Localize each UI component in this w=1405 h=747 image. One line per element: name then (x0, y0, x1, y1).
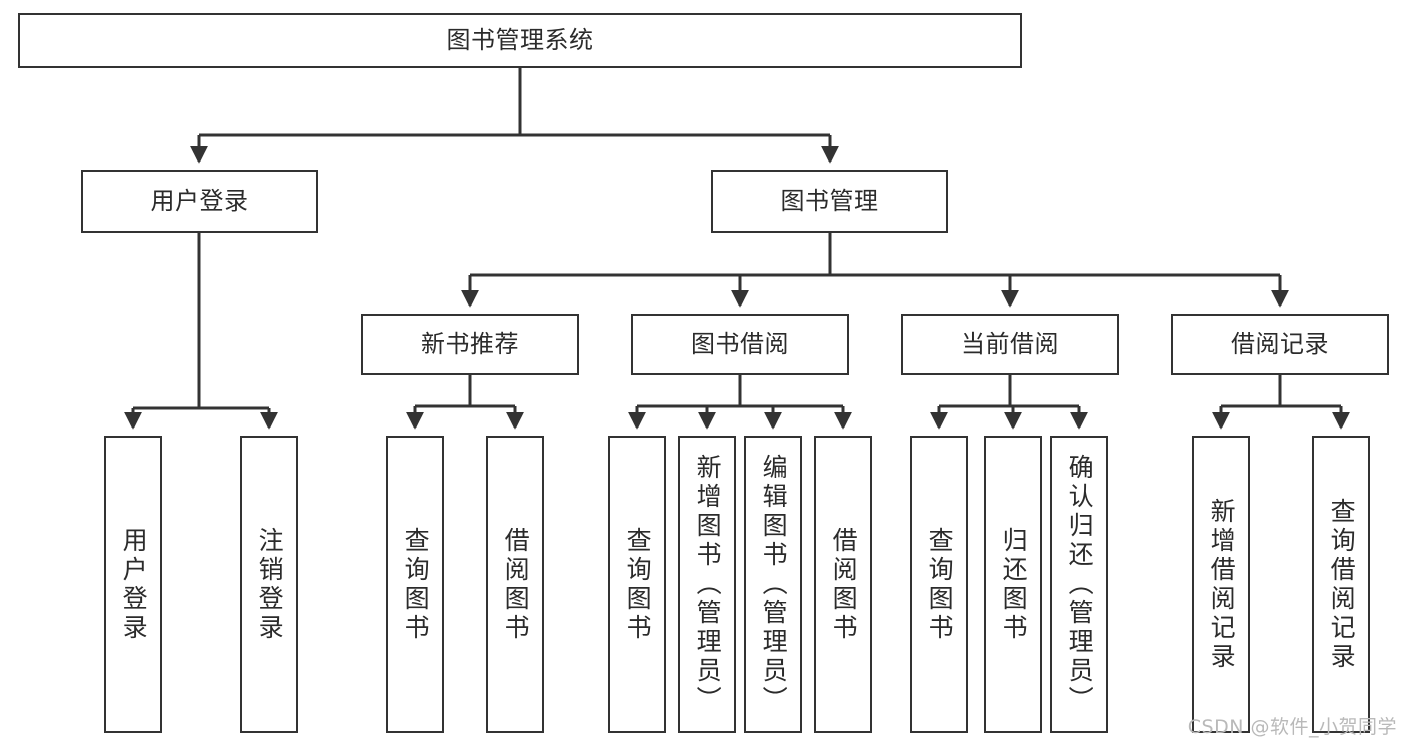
node-borrow-record[interactable]: 借阅记录 (1171, 314, 1389, 375)
node-leaf-borrow-book-1-label: 借阅图书 (501, 526, 531, 643)
node-leaf-query-book-3[interactable]: 查询图书 (910, 436, 968, 733)
node-leaf-query-book-1[interactable]: 查询图书 (386, 436, 444, 733)
node-leaf-user-logout[interactable]: 注销登录 (240, 436, 298, 733)
node-new-book-recommend[interactable]: 新书推荐 (361, 314, 579, 375)
node-leaf-confirm-return-label: 确认归还（管理员） (1065, 454, 1095, 715)
node-current-borrow-label: 当前借阅 (961, 330, 1059, 359)
node-user-login[interactable]: 用户登录 (81, 170, 318, 233)
node-leaf-user-logout-label: 注销登录 (255, 526, 285, 643)
watermark-text: CSDN @软件_小贺同学 (1187, 716, 1397, 738)
node-leaf-borrow-book-2[interactable]: 借阅图书 (814, 436, 872, 733)
node-book-borrow[interactable]: 图书借阅 (631, 314, 849, 375)
node-book-manage-label: 图书管理 (780, 187, 879, 216)
node-new-book-recommend-label: 新书推荐 (421, 330, 519, 359)
node-leaf-query-record[interactable]: 查询借阅记录 (1312, 436, 1370, 733)
node-leaf-borrow-book-2-label: 借阅图书 (829, 526, 859, 643)
node-leaf-edit-book-label: 编辑图书（管理员） (759, 454, 789, 715)
node-leaf-query-book-2[interactable]: 查询图书 (608, 436, 666, 733)
node-leaf-return-book-label: 归还图书 (999, 526, 1029, 643)
node-current-borrow[interactable]: 当前借阅 (901, 314, 1119, 375)
node-leaf-query-record-label: 查询借阅记录 (1327, 497, 1357, 672)
node-book-borrow-label: 图书借阅 (691, 330, 789, 359)
node-leaf-query-book-3-label: 查询图书 (925, 526, 955, 643)
node-leaf-return-book[interactable]: 归还图书 (984, 436, 1042, 733)
node-leaf-add-record-label: 新增借阅记录 (1207, 497, 1237, 672)
node-user-login-label: 用户登录 (150, 187, 249, 216)
node-leaf-borrow-book-1[interactable]: 借阅图书 (486, 436, 544, 733)
node-leaf-query-book-1-label: 查询图书 (401, 526, 431, 643)
node-root[interactable]: 图书管理系统 (18, 13, 1022, 68)
node-leaf-user-login[interactable]: 用户登录 (104, 436, 162, 733)
node-leaf-add-book-label: 新增图书（管理员） (693, 454, 723, 715)
node-leaf-confirm-return[interactable]: 确认归还（管理员） (1050, 436, 1108, 733)
node-leaf-add-record[interactable]: 新增借阅记录 (1192, 436, 1250, 733)
node-leaf-user-login-label: 用户登录 (119, 526, 149, 643)
node-borrow-record-label: 借阅记录 (1231, 330, 1329, 359)
node-leaf-edit-book[interactable]: 编辑图书（管理员） (744, 436, 802, 733)
node-leaf-query-book-2-label: 查询图书 (623, 526, 653, 643)
node-book-manage[interactable]: 图书管理 (711, 170, 948, 233)
node-leaf-add-book[interactable]: 新增图书（管理员） (678, 436, 736, 733)
node-root-label: 图书管理系统 (446, 26, 594, 55)
